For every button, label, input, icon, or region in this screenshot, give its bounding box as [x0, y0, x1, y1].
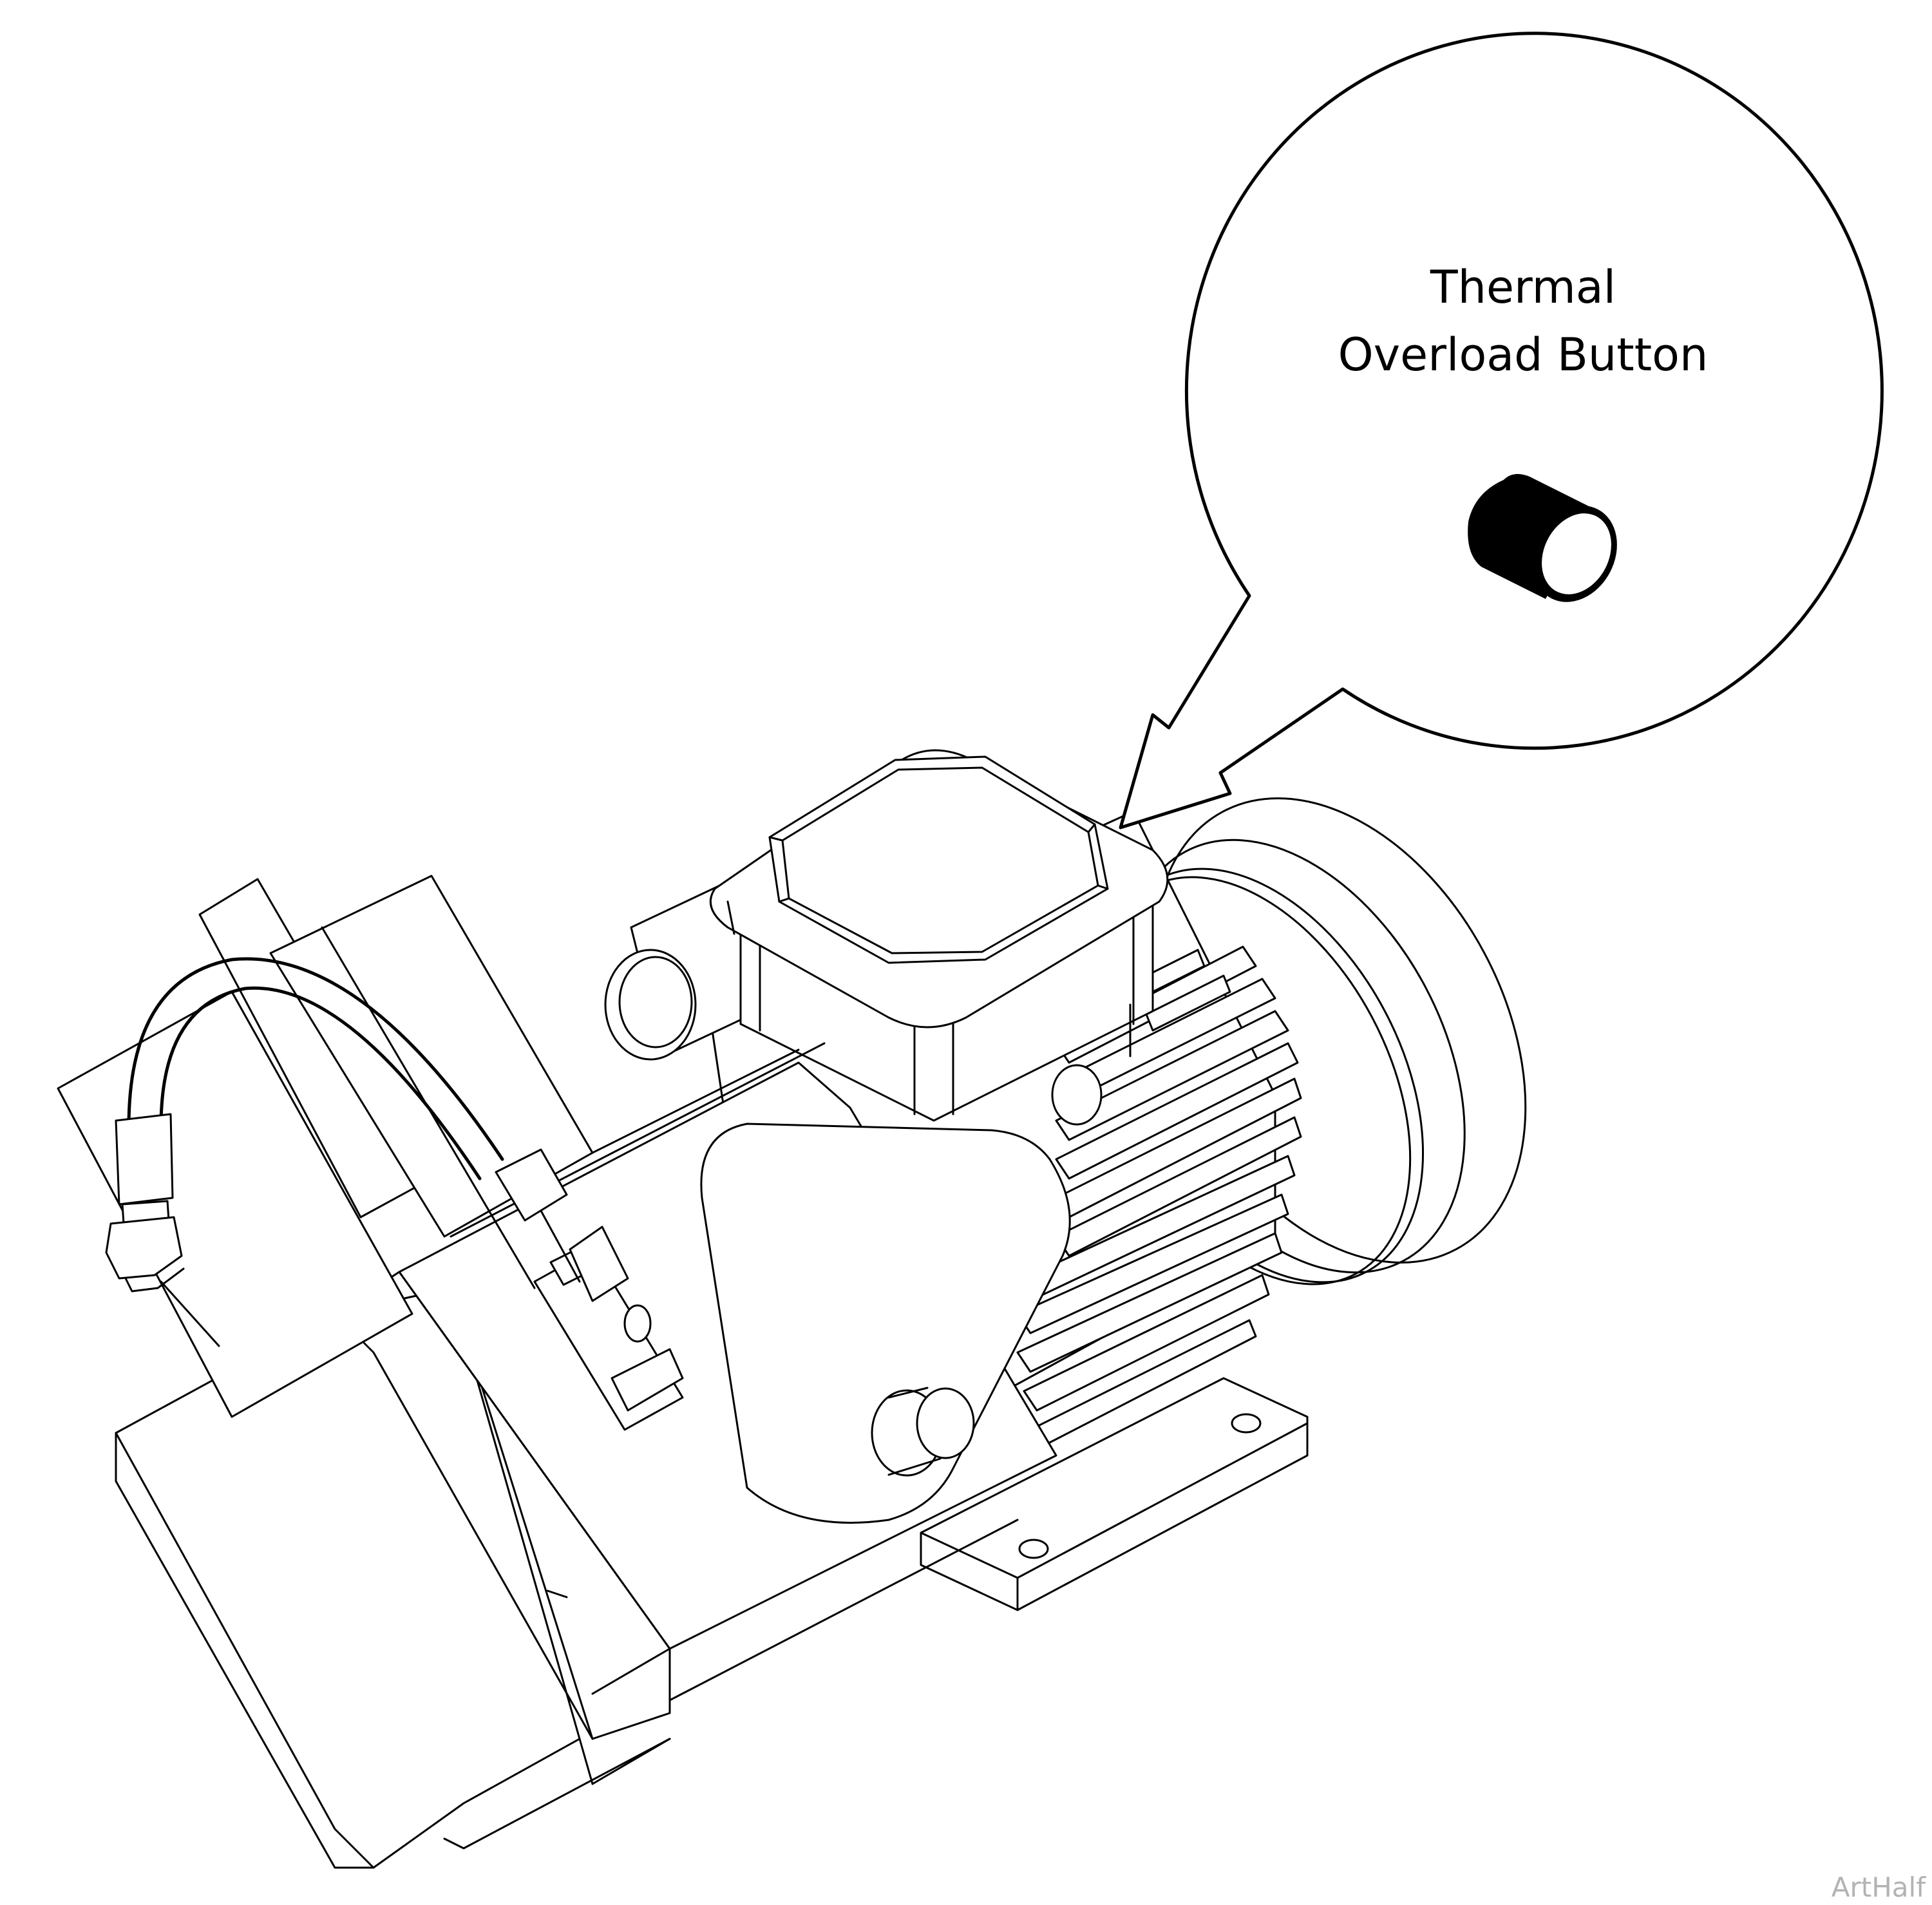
mounting-bracket [700, 1123, 1071, 1524]
hose-assembly [105, 957, 629, 1347]
watermark: ArtHalf [1832, 1872, 1926, 1903]
foot-bolt-hole [1018, 1539, 1049, 1559]
support-frame [57, 875, 594, 1418]
foot-bolt-hole [1231, 1413, 1262, 1434]
bracket-hole [916, 1387, 975, 1459]
callout-label-line1: Thermal [1430, 261, 1616, 314]
motor-base-foot [920, 1377, 1309, 1611]
cooling-fins [1016, 945, 1302, 1447]
hose-clip-lower [569, 1226, 629, 1302]
hose-ferrule [115, 1113, 174, 1206]
hose-clip [495, 1148, 568, 1222]
hose-nut [105, 1216, 183, 1280]
junction-box [709, 749, 1169, 1126]
thermal-overload-button-icon [1468, 474, 1617, 602]
box-side-hole [1051, 1064, 1103, 1126]
callout-bubble: Thermal Overload Button [1119, 32, 1884, 829]
callout-label-line2: Overload Button [1338, 328, 1709, 381]
